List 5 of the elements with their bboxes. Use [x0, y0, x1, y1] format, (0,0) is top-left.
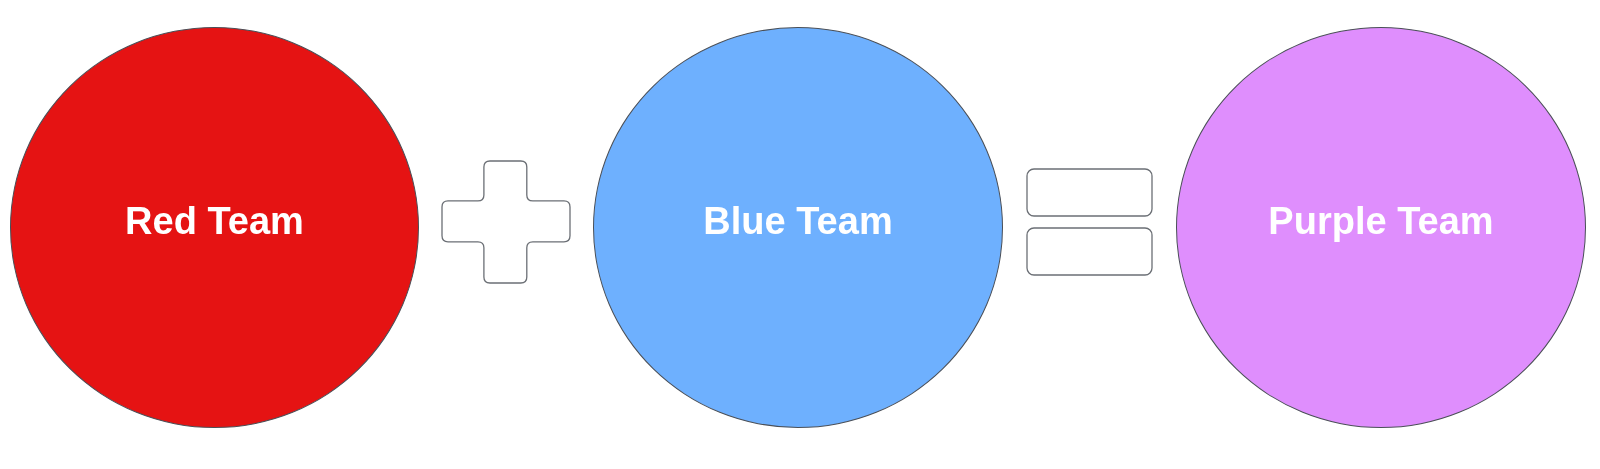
node-label: Purple Team	[1268, 199, 1494, 244]
plus-sign	[441, 160, 571, 284]
equals-sign	[1026, 168, 1153, 276]
node-label: Red Team	[125, 199, 304, 244]
node-label: Blue Team	[703, 199, 893, 244]
